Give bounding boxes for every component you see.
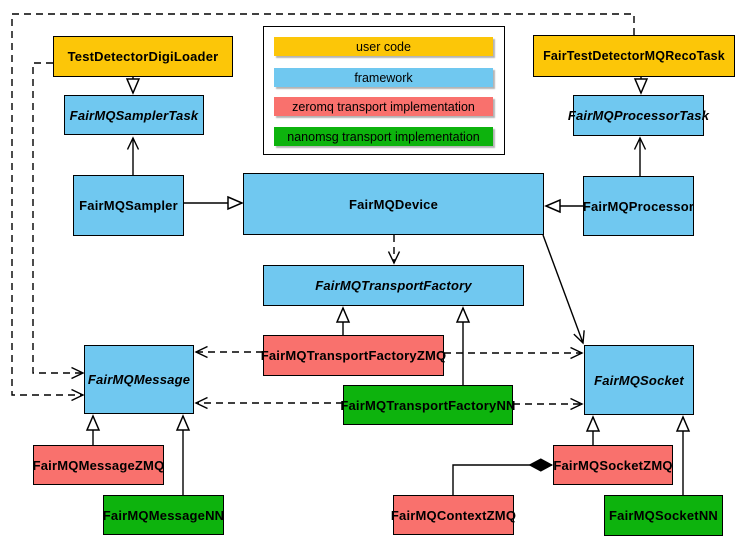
node-fairmq-socket-zmq: FairMQSocketZMQ [553, 445, 673, 485]
legend-item-framework: framework [274, 68, 493, 87]
legend-item-nanomsg: nanomsg transport implementation [274, 127, 493, 146]
legend-label: user code [356, 39, 411, 54]
edge-device-uses-socket [542, 234, 585, 345]
node-fairmq-message: FairMQMessage [84, 345, 194, 414]
node-fairmq-transport-factory-zmq: FairMQTransportFactoryZMQ [261, 335, 446, 376]
node-test-detector-digi-loader: TestDetectorDigiLoader [53, 36, 233, 77]
node-fairmq-processor-task: FairMQProcessorTask [568, 95, 709, 136]
node-fairmq-processor: FairMQProcessor [583, 176, 694, 236]
node-fairmq-transport-factory-nn: FairMQTransportFactoryNN [340, 385, 515, 425]
node-fairmq-sampler: FairMQSampler [73, 175, 184, 236]
node-fair-test-detector-mq-reco-task: FairTestDetectorMQRecoTask [533, 35, 735, 77]
legend: user code framework zeromq transport imp… [263, 26, 505, 155]
legend-item-user-code: user code [274, 37, 493, 56]
node-fairmq-transport-factory: FairMQTransportFactory [263, 265, 524, 306]
node-fairmq-device: FairMQDevice [243, 173, 544, 235]
legend-label: nanomsg transport implementation [287, 129, 480, 144]
node-fairmq-sampler-task: FairMQSamplerTask [64, 95, 204, 135]
node-fairmq-message-zmq: FairMQMessageZMQ [33, 445, 164, 485]
node-fairmq-message-nn: FairMQMessageNN [103, 495, 224, 535]
node-fairmq-socket: FairMQSocket [584, 345, 694, 415]
legend-label: framework [354, 70, 413, 85]
node-fairmq-context-zmq: FairMQContextZMQ [391, 495, 516, 535]
legend-label: zeromq transport implementation [292, 99, 475, 114]
node-fairmq-socket-nn: FairMQSocketNN [604, 495, 723, 536]
legend-item-zeromq: zeromq transport implementation [274, 97, 493, 116]
edge-contextzmq-composes-socketzmq [452, 458, 554, 495]
